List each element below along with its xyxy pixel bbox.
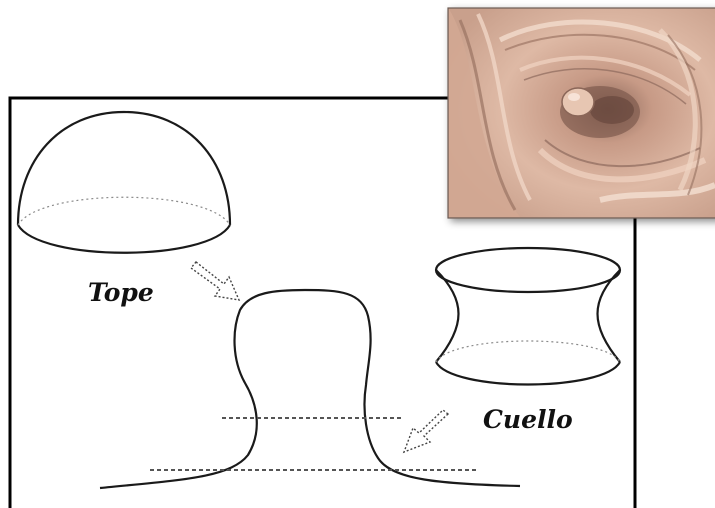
hemisphere-top-shape xyxy=(18,112,230,253)
arrow-top-to-polyp-icon xyxy=(191,262,239,300)
top-label: Tope xyxy=(88,278,154,307)
arrow-neck-to-polyp-icon xyxy=(404,410,448,452)
neck-hourglass-shape xyxy=(436,248,620,385)
neck-label: Cuello xyxy=(483,405,573,434)
